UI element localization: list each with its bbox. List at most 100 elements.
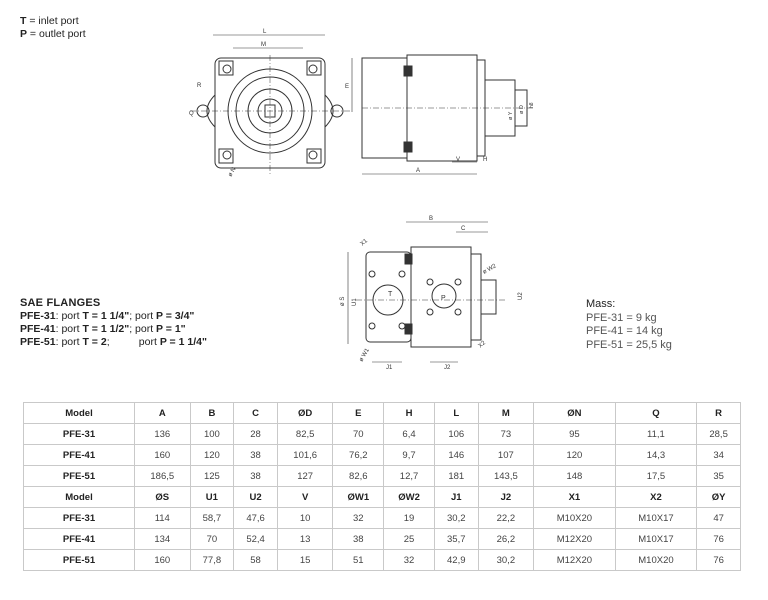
table-cell: 25 [383, 528, 435, 550]
dim-U2: U2 [518, 292, 524, 300]
table-cell: 120 [189, 444, 235, 466]
dim-W1: ø W1 [359, 347, 372, 363]
table-model-cell: PFE-41 [23, 528, 135, 550]
table-cell: 160 [134, 444, 191, 466]
table-header-cell: ØD [276, 402, 334, 424]
table-cell: 73 [477, 423, 535, 445]
mass-info: Mass: PFE-31 = 9 kg PFE-41 = 14 kg PFE-5… [586, 298, 672, 352]
table-model-cell: PFE-51 [23, 465, 135, 487]
table-cell: 11,1 [614, 423, 698, 445]
table-header-cell: Model [23, 486, 135, 508]
table-header-cell: Q [614, 402, 698, 424]
table-cell: 15 [276, 549, 334, 571]
dim-U1: U1 [352, 298, 358, 306]
table-cell: M10X17 [614, 507, 698, 529]
table-cell: 26,2 [477, 528, 535, 550]
table-cell: 70 [189, 528, 235, 550]
table-cell: 58 [233, 549, 278, 571]
front-view-drawing: L M R Q ø N [189, 29, 350, 178]
table-cell: 127 [276, 465, 334, 487]
legend-outlet: P = outlet port [20, 28, 86, 40]
table-header-cell: R [696, 402, 741, 424]
table-cell: 22,2 [477, 507, 535, 529]
dim-A: A [416, 168, 420, 174]
mass-heading: Mass: [586, 298, 616, 310]
dim-J1: J1 [386, 365, 393, 371]
dim-D: ø D [519, 105, 525, 114]
table-cell: 32 [383, 549, 435, 571]
table-cell: 38 [233, 465, 278, 487]
table-cell: 82,6 [332, 465, 385, 487]
table-header-cell: X1 [533, 486, 616, 508]
table-cell: M12X20 [533, 528, 616, 550]
dim-N: ø N [228, 167, 238, 178]
table-cell: 30,2 [433, 507, 479, 529]
table-cell: 38 [332, 528, 385, 550]
mass-line: PFE-31 = 9 kg [586, 311, 657, 324]
table-cell: 146 [433, 444, 479, 466]
dim-M: M [261, 42, 266, 48]
dim-J2: J2 [444, 365, 451, 371]
table-header-cell: H [383, 402, 435, 424]
dim-E: E [345, 84, 349, 90]
table-header-cell: A [134, 402, 191, 424]
table-cell: 100 [189, 423, 235, 445]
table-cell: 58,7 [189, 507, 235, 529]
dim-X2: X2 [477, 340, 487, 350]
table-cell: 52,4 [233, 528, 278, 550]
mass-line: PFE-41 = 14 kg [586, 325, 663, 337]
mass-line: PFE-51 = 25,5 kg [586, 338, 672, 351]
table-header-cell: ØW1 [332, 486, 385, 508]
table-cell: 143,5 [477, 465, 535, 487]
table-cell: 32 [332, 507, 385, 529]
table-cell: 35 [696, 465, 741, 487]
table-header-cell: Model [23, 402, 135, 424]
table-cell: 9,7 [383, 444, 435, 466]
table-cell: 77,8 [189, 549, 235, 571]
table-cell: 76,2 [332, 444, 385, 466]
table-cell: 76 [696, 549, 741, 571]
table-cell: 19 [383, 507, 435, 529]
table-cell: 82,5 [276, 423, 334, 445]
table-cell: 76 [696, 528, 741, 550]
table-cell: 47,6 [233, 507, 278, 529]
table-model-cell: PFE-41 [23, 444, 135, 466]
flange-row: PFE-51: port T = 2; port P = 1 1/4" [20, 336, 207, 348]
dim-S: ø S [340, 297, 346, 306]
table-header-cell: J1 [433, 486, 479, 508]
table-header-cell: J2 [477, 486, 535, 508]
table-header-cell: M [477, 402, 535, 424]
table-cell: 181 [433, 465, 479, 487]
flange-row: PFE-31: port T = 1 1/4"; port P = 3/4" [20, 310, 195, 322]
dim-V: V [456, 157, 460, 163]
dim-R: R [197, 83, 202, 89]
table-cell: 107 [477, 444, 535, 466]
table-cell: 28,5 [696, 423, 741, 445]
dim-B: B [429, 216, 433, 222]
table-cell: 136 [134, 423, 191, 445]
table-cell: 17,5 [614, 465, 698, 487]
table-cell: 106 [433, 423, 479, 445]
table-header-cell: ØS [134, 486, 191, 508]
port-T-label: T [388, 291, 393, 298]
sae-flanges-heading: SAE FLANGES [20, 297, 101, 309]
table-cell: 101,6 [276, 444, 334, 466]
table-header-cell: ØN [533, 402, 616, 424]
table-header-cell: L [433, 402, 479, 424]
table-cell: 6,4 [383, 423, 435, 445]
table-cell: 70 [332, 423, 385, 445]
table-cell: 125 [189, 465, 235, 487]
dim-W2: ø W2 [482, 263, 498, 276]
dim-H: H [483, 157, 487, 163]
sae-flanges: SAE FLANGES PFE-31: port T = 1 1/4"; por… [20, 297, 207, 349]
table-cell: 95 [533, 423, 616, 445]
table-cell: 12,7 [383, 465, 435, 487]
